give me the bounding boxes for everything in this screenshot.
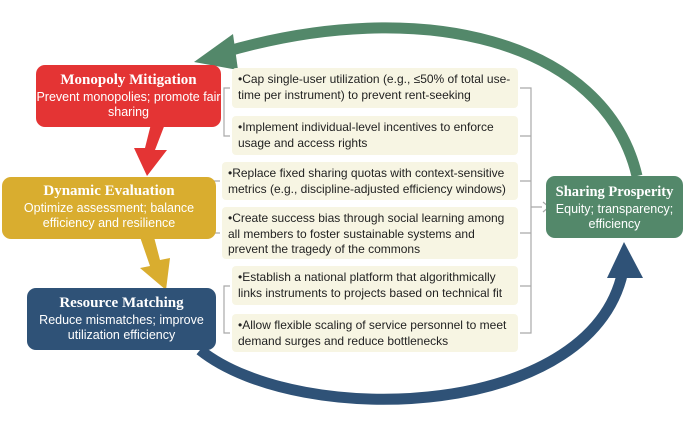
stage-subtitle: Optimize assessment; balance efficiency … — [23, 201, 195, 230]
bracket-sharing — [520, 87, 542, 334]
arrow-monopoly-to-dynamic — [134, 124, 167, 176]
stage-title: Sharing Prosperity — [555, 184, 674, 200]
note-national-platform: •Establish a national platform that algo… — [232, 266, 518, 305]
stage-subtitle: Equity; transparency; efficiency — [555, 202, 674, 231]
stage-title: Dynamic Evaluation — [43, 183, 175, 199]
bracket-monopoly — [223, 87, 230, 137]
cycle-arc-blue — [196, 264, 630, 405]
note-individual-incentives: •Implement individual-level incentives t… — [232, 116, 518, 155]
note-context-metrics: •Replace fixed sharing quotas with conte… — [222, 162, 518, 200]
stage-monopoly-mitigation: Monopoly Mitigation Prevent monopolies; … — [36, 65, 221, 127]
stage-sharing-prosperity: Sharing Prosperity Equity; transparency;… — [546, 176, 683, 238]
stage-title: Monopoly Mitigation — [60, 72, 197, 88]
cycle-arrowhead-blue — [607, 242, 643, 278]
stage-resource-matching: Resource Matching Reduce mismatches; imp… — [27, 288, 216, 350]
stage-dynamic-evaluation: Dynamic Evaluation Optimize assessment; … — [2, 177, 216, 239]
note-social-learning: •Create success bias through social lear… — [222, 207, 518, 259]
note-flexible-scaling: •Allow flexible scaling of service perso… — [232, 314, 518, 352]
bracket-resource — [223, 285, 230, 334]
stage-title: Resource Matching — [59, 295, 184, 311]
note-cap-utilization: •Cap single-user utilization (e.g., ≤50%… — [232, 68, 518, 108]
cycle-arrowhead-green — [194, 34, 238, 70]
stage-subtitle: Prevent monopolies; promote fair sharing — [36, 90, 221, 119]
arrow-dynamic-to-resource — [140, 237, 170, 290]
stage-subtitle: Reduce mismatches; improve utilization e… — [39, 313, 204, 342]
cycle-arc-green — [223, 22, 643, 178]
